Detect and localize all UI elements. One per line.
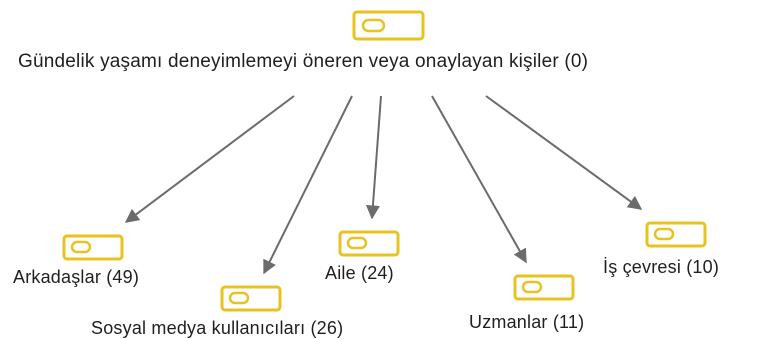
child-label-aile: Aile (24) (325, 263, 394, 283)
tag-icon (352, 10, 425, 41)
tag-icon (220, 285, 282, 312)
edge-to-aile (365, 95, 382, 220)
child-label-sosyal-medya: Sosyal medya kullanıcıları (26) (91, 318, 344, 338)
child-label-is-cevresi: İş çevresi (10) (603, 257, 720, 277)
edge-to-uzmanlar (431, 95, 527, 264)
child-label-uzmanlar: Uzmanlar (11) (469, 312, 585, 332)
child-label-arkadaslar: Arkadaşlar (49) (13, 267, 140, 287)
edge-to-arkadaslar (124, 95, 295, 223)
tag-icon (338, 230, 400, 257)
edge-to-sosyal-medya (263, 95, 353, 275)
root-label: Gündelik yaşamı deneyimlemeyi öneren vey… (18, 51, 589, 72)
tag-icon (62, 234, 124, 261)
tag-icon (645, 221, 707, 248)
edge-to-is-cevresi (485, 95, 643, 210)
tag-icon (513, 274, 575, 301)
